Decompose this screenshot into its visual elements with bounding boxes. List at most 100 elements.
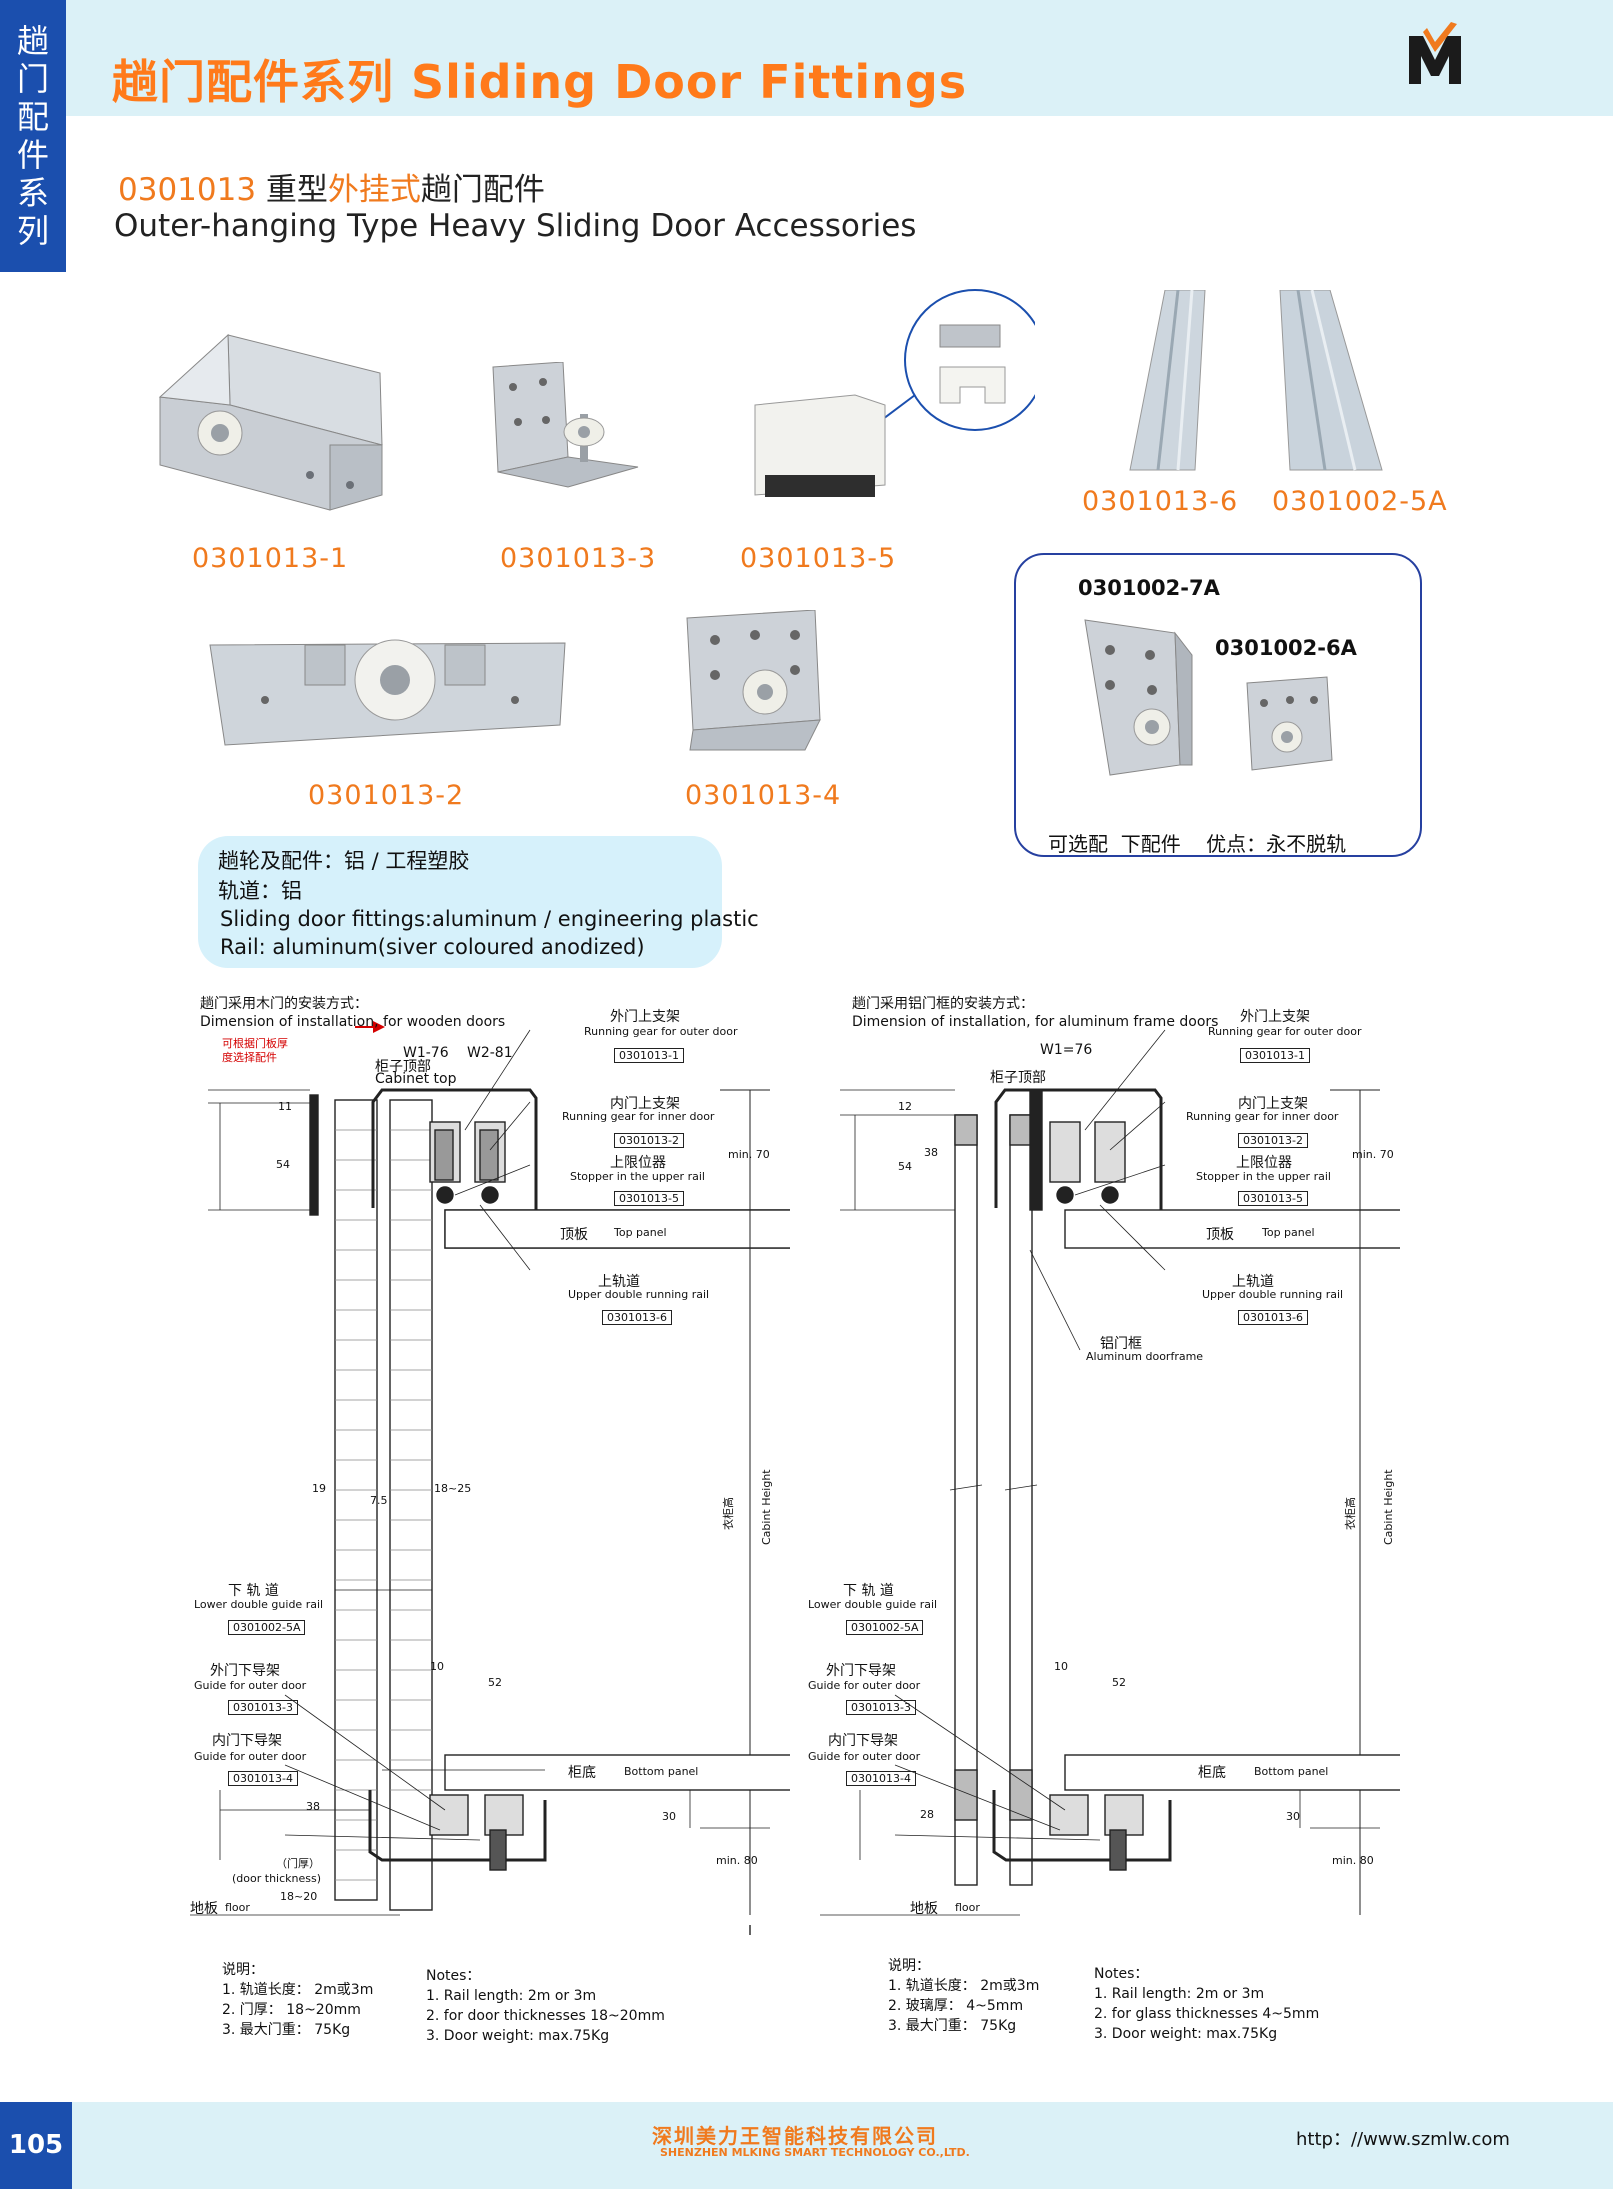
part-code-label: 0301013-6	[1082, 486, 1239, 517]
note-line: 1. Rail length: 2m or 3m	[1094, 1986, 1265, 2002]
note-line: 1. Rail length: 2m or 3m	[426, 1988, 597, 2004]
dim-54: 54	[898, 1160, 912, 1173]
optional-code-7a: 0301002-7A	[1078, 576, 1220, 600]
note-line: 2. for door thicknesses 18~20mm	[426, 2008, 665, 2024]
part-image-0301013-2	[209, 639, 566, 746]
part-code-label: 0301013-5	[740, 543, 897, 574]
cabinet-top-cn: 柜子顶部	[990, 1070, 1046, 1086]
cabinet-top-en: Cabinet top	[375, 1071, 457, 1087]
dim-11: 11	[278, 1100, 292, 1113]
dim-52: 52	[1112, 1676, 1126, 1689]
optional-parts-box	[1014, 553, 1422, 857]
dim-w2: W2-81	[467, 1045, 513, 1061]
inner-gear-code: 0301013-2	[614, 1133, 684, 1148]
outer-gear-code: 0301013-1	[1240, 1048, 1310, 1063]
page-title: 趟门配件系列 Sliding Door Fittings	[112, 55, 968, 109]
stopper-cn: 上限位器	[610, 1155, 666, 1171]
inner-gear-code: 0301013-2	[1238, 1133, 1308, 1148]
cab-height-en: Cabint Height	[1382, 1469, 1395, 1545]
stopper-code: 0301013-5	[614, 1191, 684, 1206]
outer-gear-en: Running gear for outer door	[584, 1025, 738, 1038]
notes-left-cn: 说明： 1. 轨道长度： 2m或3m 2. 门厚： 18~20mm 3. 最大门…	[222, 1960, 373, 2040]
bottom-cn: 柜底	[568, 1765, 596, 1781]
part-image-0301002-6A	[1246, 676, 1333, 771]
outer-guide-cn: 外门下导架	[826, 1663, 896, 1679]
inner-gear-cn: 内门上支架	[610, 1096, 680, 1112]
company-name-cn: 深圳美力王智能科技有限公司	[652, 2124, 938, 2148]
note-line: 3. Door weight: max.75Kg	[426, 2028, 610, 2044]
dim-min80: min. 80	[716, 1854, 758, 1867]
inner-guide-code: 0301013-4	[228, 1771, 298, 1786]
stopper-en: Stopper in the upper rail	[1196, 1170, 1331, 1183]
part-image-0301013-6	[1129, 290, 1206, 471]
lower-rail-en: Lower double guide rail	[808, 1598, 938, 1611]
outer-guide-cn: 外门下导架	[210, 1663, 280, 1679]
dim-10: 10	[430, 1660, 444, 1673]
lower-rail-cn: 下 轨 道	[228, 1583, 279, 1599]
materials-line: 趟轮及配件：铝 / 工程塑胶	[218, 849, 470, 873]
door-thickness-en: (door thickness)	[232, 1872, 322, 1885]
outer-guide-en: Guide for outer door	[194, 1679, 307, 1692]
dim-38: 38	[306, 1800, 320, 1813]
note-line: 2. 玻璃厚： 4~5mm	[888, 1998, 1024, 2014]
website-link[interactable]: http：//www.szmlw.com	[1296, 2129, 1510, 2150]
stopper-en: Stopper in the upper rail	[570, 1170, 705, 1183]
note-line: 2. for glass thicknesses 4~5mm	[1094, 2006, 1320, 2022]
floor-en: floor	[225, 1901, 250, 1914]
dim-min70: min. 70	[1352, 1148, 1394, 1161]
inner-guide-code: 0301013-4	[846, 1771, 916, 1786]
top-panel-cn: 顶板	[1206, 1227, 1234, 1243]
note-line: 3. 最大门重： 75Kg	[888, 2018, 1017, 2034]
cab-height-en: Cabint Height	[760, 1469, 773, 1545]
stopper-code: 0301013-5	[1238, 1191, 1308, 1206]
dim-w1: W1-76	[403, 1045, 449, 1061]
side-tab: 趟 门 配 件 系 列	[0, 0, 66, 272]
product-code: 0301013	[118, 172, 257, 208]
outer-gear-cn: 外门上支架	[1240, 1009, 1310, 1025]
note-line: 1. 轨道长度： 2m或3m	[888, 1978, 1040, 1994]
dim-min70: min. 70	[728, 1148, 770, 1161]
lower-rail-code: 0301002-5A	[846, 1620, 924, 1635]
optional-caption: 可选配 下配件 优点：永不脱轨	[1048, 832, 1347, 856]
part-image-0301002-7A	[1084, 619, 1193, 776]
outer-guide-en: Guide for outer door	[808, 1679, 921, 1692]
lower-rail-code: 0301002-5A	[228, 1620, 306, 1635]
part-code-label: 0301013-3	[500, 543, 657, 574]
outer-gear-en: Running gear for outer door	[1208, 1025, 1362, 1038]
note-line: 2. 门厚： 18~20mm	[222, 2002, 361, 2018]
top-panel-cn: 顶板	[560, 1227, 588, 1243]
side-tab-char: 列	[16, 212, 49, 250]
upper-rail-code: 0301013-6	[1238, 1310, 1308, 1325]
outer-guide-code: 0301013-3	[228, 1700, 298, 1715]
note-line: 3. 最大门重： 75Kg	[222, 2022, 351, 2038]
cab-height-cn: 衣柜高	[722, 1497, 735, 1530]
bottom-en: Bottom panel	[1254, 1765, 1329, 1778]
bottom-en: Bottom panel	[624, 1765, 699, 1778]
diagram-drawing-left	[190, 1021, 790, 1935]
stopper-cn: 上限位器	[1236, 1155, 1292, 1171]
dim-10: 10	[1054, 1660, 1068, 1673]
upper-rail-cn: 上轨道	[1232, 1274, 1274, 1290]
dim-30: 30	[1286, 1810, 1300, 1823]
notes-left-en: Notes： 1. Rail length: 2m or 3m 2. for d…	[426, 1966, 665, 2046]
materials-line: 轨道：铝	[218, 879, 302, 903]
aluminum-frame-cn: 铝门框	[1100, 1336, 1142, 1352]
dim-7-5: 7.5	[370, 1494, 388, 1507]
side-tab-char: 配	[16, 98, 49, 136]
upper-rail-en: Upper double running rail	[1202, 1288, 1344, 1301]
footer-band	[0, 2102, 1613, 2189]
outer-guide-code: 0301013-3	[846, 1700, 916, 1715]
note-line: 3. Door weight: max.75Kg	[1094, 2026, 1278, 2042]
brand-logo	[1409, 22, 1461, 84]
note-line: Notes：	[426, 1968, 481, 1984]
upper-rail-en: Upper double running rail	[568, 1288, 710, 1301]
part-image-0301013-3	[492, 362, 639, 488]
optional-code-6a: 0301002-6A	[1215, 636, 1357, 660]
materials-line: Sliding door fittings:aluminum / enginee…	[220, 907, 759, 931]
title-post: 趟门配件	[420, 172, 545, 208]
notes-right-en: Notes： 1. Rail length: 2m or 3m 2. for g…	[1094, 1964, 1319, 2044]
outer-gear-cn: 外门上支架	[610, 1009, 680, 1025]
part-code-label: 0301013-2	[308, 780, 465, 811]
side-tab-char: 门	[16, 60, 49, 98]
red-note: 可根据门板厚	[222, 1037, 288, 1050]
